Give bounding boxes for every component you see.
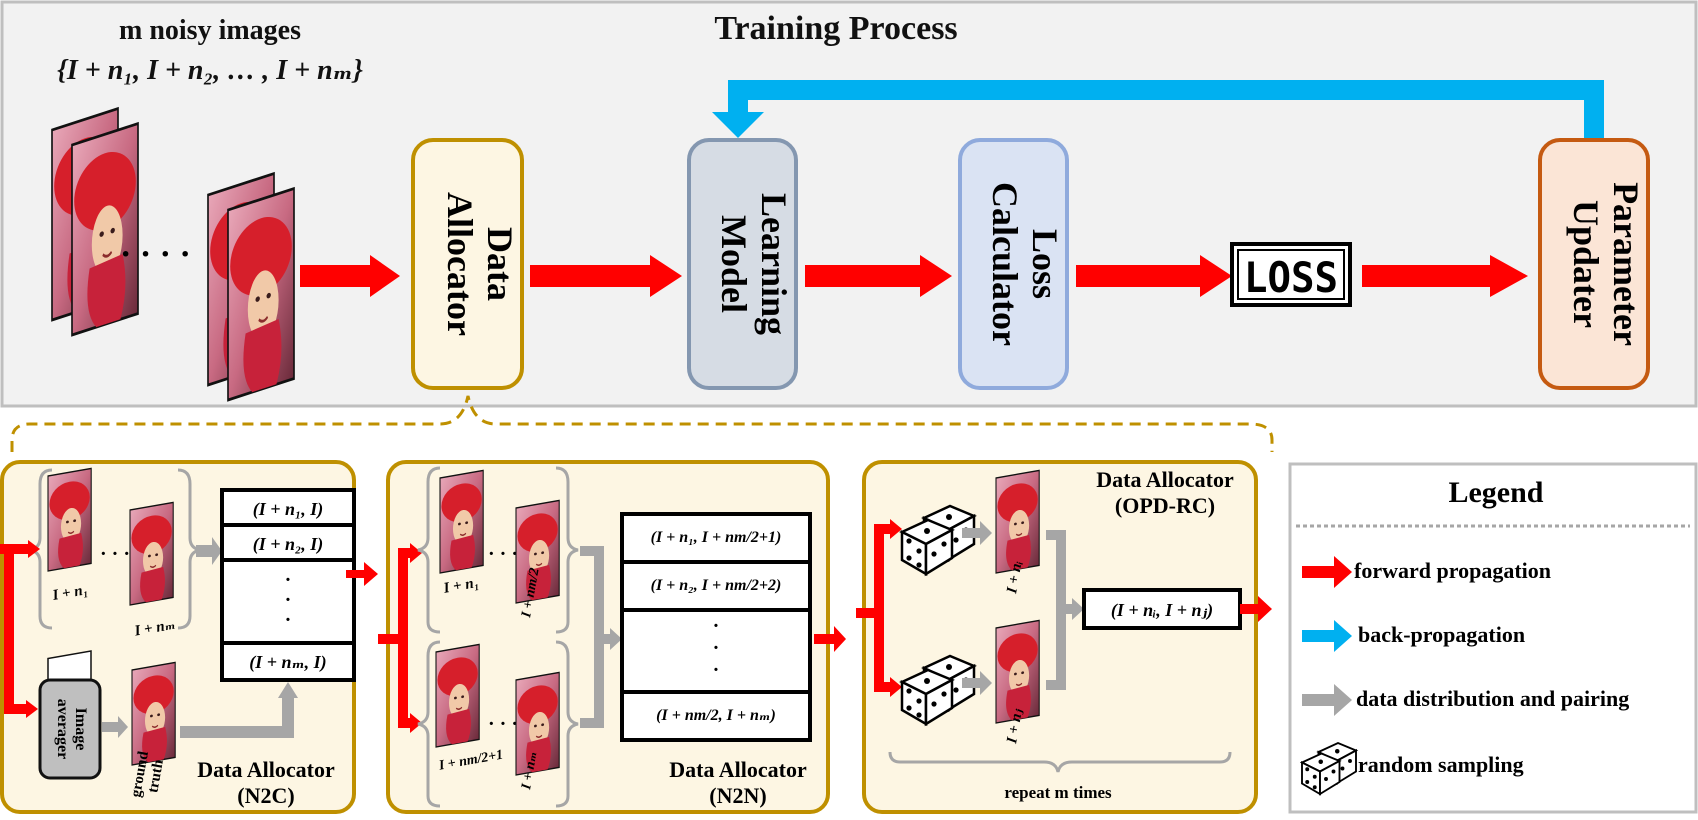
opd-repeat-label: repeat m times — [1004, 783, 1112, 802]
noisy-image-stack-2 — [206, 172, 296, 402]
loss-calculator-label-1: Loss — [1025, 229, 1065, 299]
noisy-image-stack-1 — [50, 107, 140, 337]
legend-panel: Legend forward propagation back-propagat… — [1288, 462, 1698, 814]
learning-model-label-1: Learning — [754, 193, 794, 335]
opd-panel: Data Allocator (OPD-RC) I + nᵢ I + nⱼ (I… — [856, 460, 1258, 814]
legend-item-back: back-propagation — [1358, 622, 1525, 647]
n2c-vertical-dots: · — [285, 569, 292, 591]
n2c-gt-label-2: truth — [145, 758, 167, 794]
n2c-vertical-dots-3: · — [285, 609, 292, 631]
noisy-images-label: m noisy images — [119, 15, 301, 46]
n2c-averager-label-2: averager — [54, 699, 71, 759]
n2c-dots: · · · — [100, 543, 130, 565]
data-allocator-block: Data Allocator — [411, 138, 524, 390]
legend-gray-arrow — [1302, 684, 1352, 716]
stack-ellipsis: · · · · — [120, 236, 191, 273]
n2c-panel: I + n₁ · · · I + nₘ (I + n₁, I) (I + n₂,… — [0, 460, 356, 814]
n2c-caption-2: (N2C) — [237, 783, 294, 808]
n2n-vertical-dots-3: · — [713, 659, 720, 681]
legend-back-arrow — [1302, 620, 1352, 652]
opd-forward-arrow — [1240, 596, 1272, 622]
legend-item-random: random sampling — [1358, 752, 1524, 777]
n2c-caption-1: Data Allocator — [197, 757, 335, 782]
legend-title: Legend — [1448, 476, 1543, 509]
loss-output-box: LOSS — [1230, 242, 1352, 307]
opd-caption-1: Data Allocator — [1096, 467, 1234, 492]
opd-img1-label: I + nᵢ — [1004, 560, 1026, 596]
data-allocator-label-2: Allocator — [440, 192, 480, 336]
legend-item-forward: forward propagation — [1354, 558, 1551, 583]
n2n-dots-top: · · · — [488, 543, 518, 565]
n2n-pair-3: (I + nm/2, I + nₘ) — [656, 707, 776, 724]
n2n-forward-arrow — [814, 626, 846, 652]
n2n-vertical-dots-2: · — [713, 637, 720, 659]
noisy-images-set: {I + n₁, I + n₂, … , I + nₘ} — [57, 55, 363, 86]
n2c-pair-1: (I + n₁, I) — [253, 499, 324, 520]
n2c-averager-label-1: Image — [72, 708, 89, 751]
parameter-updater-block: Parameter Updater — [1538, 138, 1650, 390]
n2n-pair-2: (I + n₂, I + nm/2+2) — [651, 577, 782, 594]
n2c-pair-3: (I + nₘ, I) — [249, 652, 326, 673]
loss-calculator-block: Loss Calculator — [958, 138, 1069, 390]
training-title: Training Process — [714, 10, 957, 47]
opd-img2-label: I + nⱼ — [1004, 707, 1026, 745]
n2n-caption-1: Data Allocator — [669, 757, 807, 782]
n2c-forward-arrow — [346, 562, 378, 586]
loss-output-label: LOSS — [1244, 253, 1338, 302]
n2n-img4-label: I + nₘ — [519, 750, 541, 791]
parameter-updater-label-1: Parameter — [1606, 182, 1646, 346]
allocator-expansion-bracket — [10, 395, 1274, 452]
n2c-vertical-dots-2: · — [285, 589, 292, 611]
n2n-dots-bottom: · · · — [488, 713, 518, 735]
n2n-img1-label: I + n₁ — [441, 575, 480, 597]
n2c-img1-label: I + n₁ — [50, 582, 89, 604]
opd-pair: (I + nᵢ, I + nⱼ) — [1111, 600, 1213, 621]
loss-calculator-label-2: Calculator — [985, 182, 1025, 346]
opd-caption-2: (OPD-RC) — [1115, 493, 1215, 518]
n2c-img2-label: I + nₘ — [132, 617, 176, 640]
learning-model-block: Learning Model — [687, 138, 798, 390]
data-allocator-label-1: Data — [480, 227, 520, 301]
n2n-caption-2: (N2N) — [709, 783, 766, 808]
legend-forward-arrow — [1302, 556, 1352, 588]
legend-item-pairing: data distribution and pairing — [1356, 686, 1629, 711]
n2n-vertical-dots-1: · — [713, 615, 720, 637]
n2c-pair-2: (I + n₂, I) — [253, 534, 324, 555]
parameter-updater-label-2: Updater — [1566, 200, 1606, 328]
n2n-pair-1: (I + n₁, I + nm/2+1) — [651, 529, 782, 546]
forward-arrows-top — [300, 255, 1528, 297]
learning-model-label-2: Model — [714, 215, 754, 313]
n2n-panel: I + n₁ · · · I + nm/2 I + nm/2+1 · · · I… — [378, 460, 830, 814]
back-propagation-arrow — [712, 80, 1604, 138]
